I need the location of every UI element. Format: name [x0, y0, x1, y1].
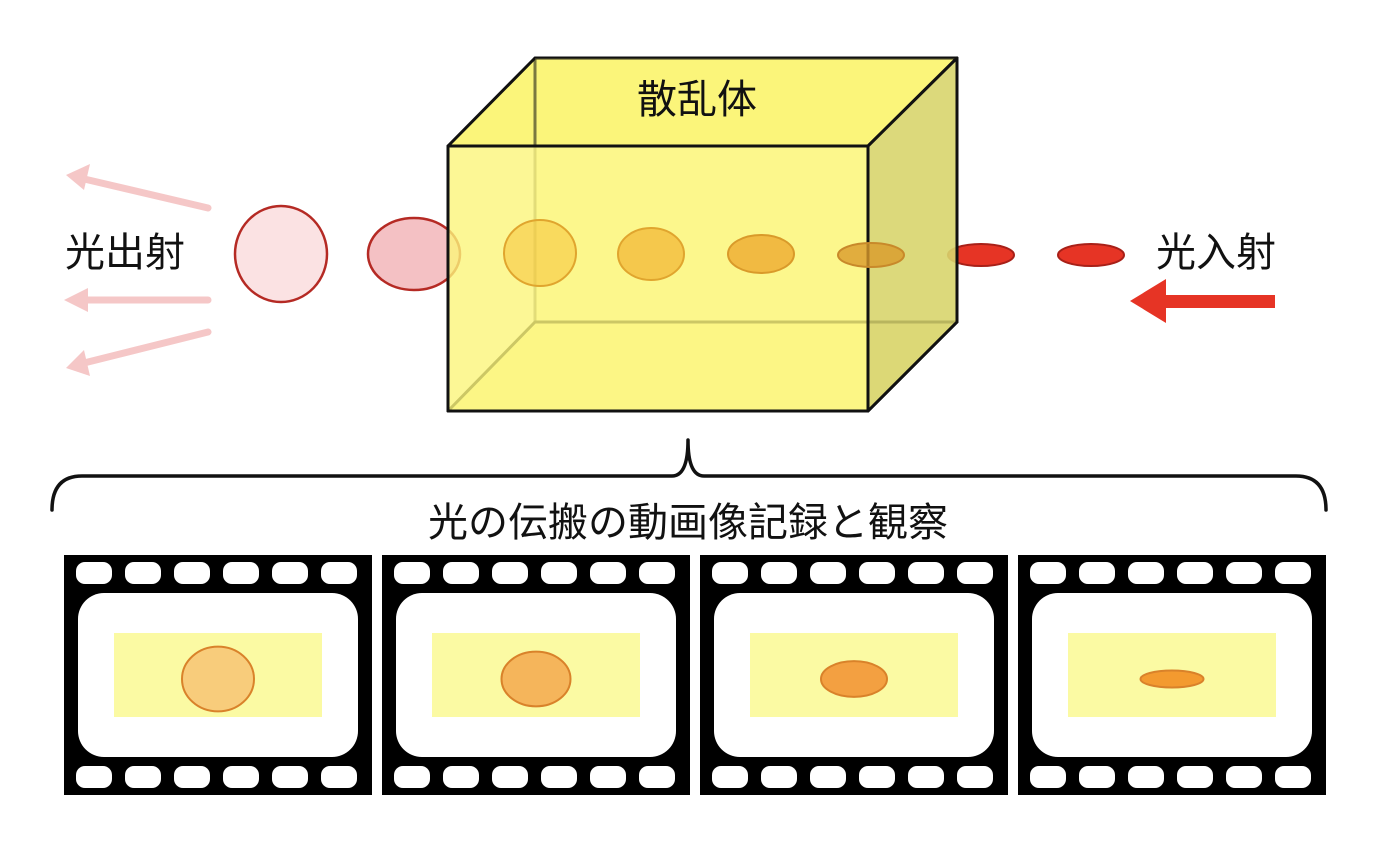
- inside-pulse-3: [727, 234, 795, 274]
- sprocket-hole: [1128, 562, 1164, 584]
- sprocket-hole: [272, 562, 308, 584]
- sprocket-hole: [810, 562, 846, 584]
- sprocket-hole: [1226, 766, 1262, 788]
- sprocket-hole: [957, 766, 993, 788]
- exit-pulse-medium: [366, 216, 462, 292]
- sprocket-hole: [541, 562, 577, 584]
- frame-light-pulse: [1139, 669, 1205, 689]
- exit-arrow-upper-icon: [66, 164, 212, 212]
- sprocket-hole: [1177, 562, 1213, 584]
- sprocket-hole: [321, 766, 357, 788]
- sprocket-hole: [394, 766, 430, 788]
- sprocket-hole: [394, 562, 430, 584]
- curly-brace: [50, 438, 1328, 512]
- sprocket-hole: [125, 766, 161, 788]
- sprocket-hole: [639, 766, 675, 788]
- sprocket-hole: [908, 766, 944, 788]
- sprocket-hole: [174, 766, 210, 788]
- sprocket-hole: [590, 562, 626, 584]
- sprocket-hole: [492, 562, 528, 584]
- frame-light-pulse: [181, 645, 255, 713]
- inside-pulse-4: [837, 242, 905, 268]
- sprocket-hole: [174, 562, 210, 584]
- sprocket-hole: [1079, 766, 1115, 788]
- incident-arrow-head: [1130, 279, 1166, 323]
- sprocket-hole: [1079, 562, 1115, 584]
- sprocket-hole: [76, 766, 112, 788]
- frame-light-pulse: [820, 660, 888, 698]
- inside-pulse-2: [617, 227, 685, 281]
- sprocket-hole: [541, 766, 577, 788]
- sprocket-hole: [321, 562, 357, 584]
- sprocket-hole: [1226, 562, 1262, 584]
- caption-label: 光の伝搬の動画像記録と観察: [428, 500, 948, 546]
- sprocket-hole: [443, 562, 479, 584]
- sprocket-hole: [1275, 766, 1311, 788]
- film-frame-2: [382, 555, 690, 795]
- sprocket-hole: [957, 562, 993, 584]
- exit-arrow-lower-icon: [66, 328, 212, 376]
- sprocket-hole: [492, 766, 528, 788]
- sprocket-hole: [443, 766, 479, 788]
- sprocket-hole: [712, 766, 748, 788]
- incident-pulse-outer: [1057, 243, 1125, 267]
- incident-arrow-icon: [1130, 279, 1275, 323]
- exit-arrow-middle-icon: [64, 288, 212, 312]
- sprocket-hole: [76, 562, 112, 584]
- frame-light-pulse: [500, 650, 572, 708]
- sprocket-hole: [1030, 562, 1066, 584]
- sprocket-hole: [908, 562, 944, 584]
- sprocket-hole: [761, 562, 797, 584]
- exit-pulse-large: [233, 204, 329, 304]
- sprocket-hole: [1030, 766, 1066, 788]
- sprocket-hole: [223, 766, 259, 788]
- incident-arrow-shaft: [1160, 295, 1275, 308]
- sprocket-hole: [712, 562, 748, 584]
- film-frame-4: [1018, 555, 1326, 795]
- light-out-label: 光出射: [65, 230, 185, 276]
- sprocket-hole: [590, 766, 626, 788]
- sprocket-hole: [859, 766, 895, 788]
- sprocket-hole: [639, 562, 675, 584]
- internal-pulses: [503, 219, 905, 287]
- sprocket-hole: [1128, 766, 1164, 788]
- sprocket-hole: [125, 562, 161, 584]
- scatterer-label: 散乱体: [637, 77, 757, 123]
- sprocket-hole: [810, 766, 846, 788]
- sprocket-hole: [272, 766, 308, 788]
- film-frame-3: [700, 555, 1008, 795]
- exit-arrows: [64, 164, 212, 376]
- film-frame-1: [64, 555, 372, 795]
- film-strip: [64, 555, 1326, 795]
- box-side-face: [866, 56, 959, 413]
- inside-pulse-1: [503, 219, 577, 287]
- sprocket-hole: [1275, 562, 1311, 584]
- sprocket-hole: [1177, 766, 1213, 788]
- sprocket-hole: [859, 562, 895, 584]
- sprocket-hole: [761, 766, 797, 788]
- sprocket-hole: [223, 562, 259, 584]
- light-in-label: 光入射: [1156, 230, 1276, 276]
